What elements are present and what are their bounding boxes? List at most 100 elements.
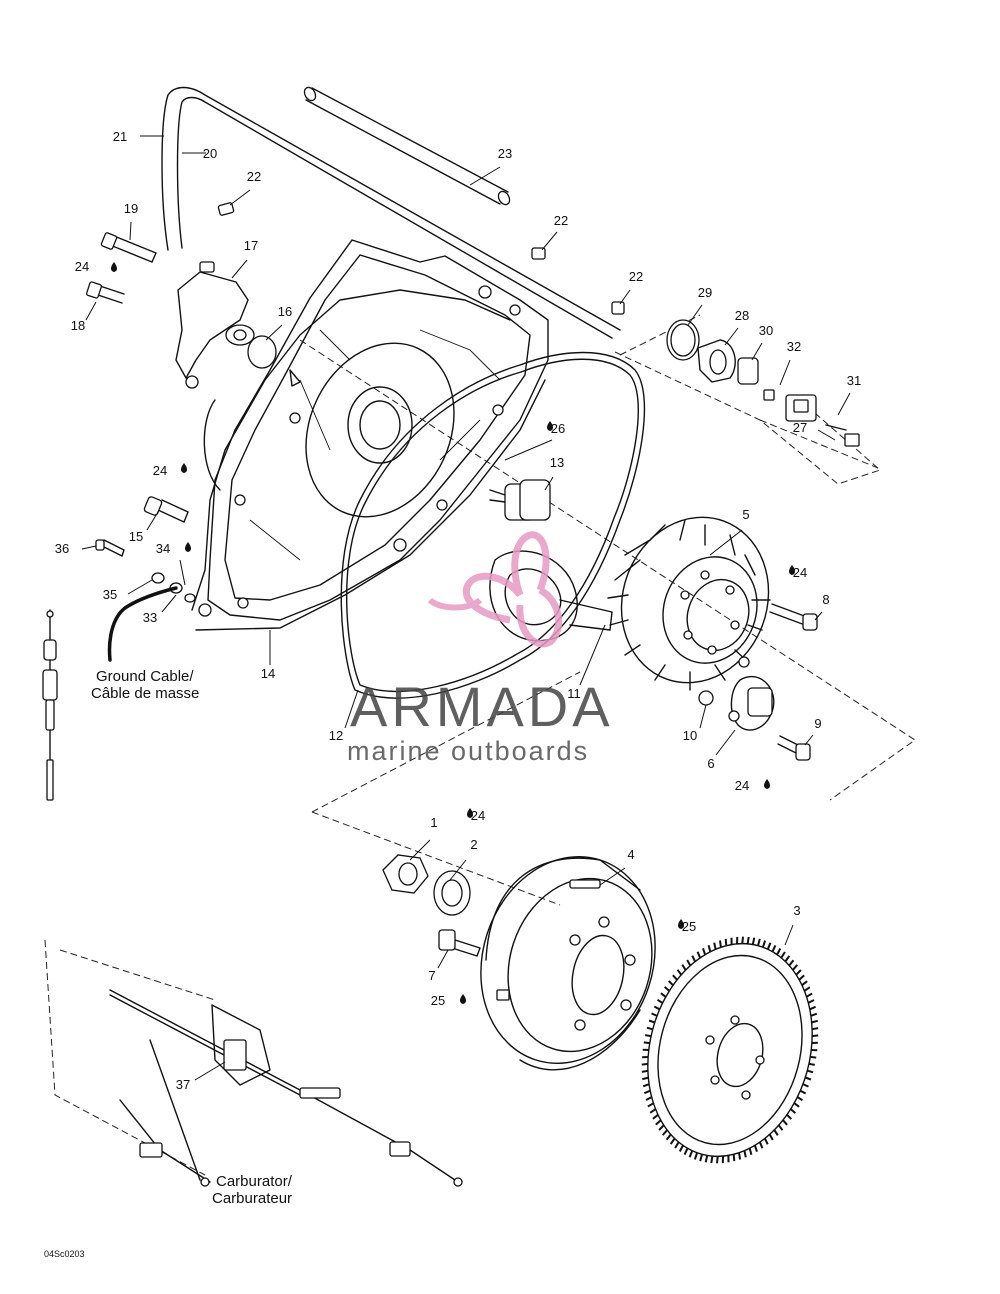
part-label-10: 10 [683, 728, 697, 743]
leader-line-2 [449, 859, 467, 881]
gear-tooth [795, 969, 802, 976]
part-label-22a: 22 [247, 169, 261, 184]
gear-tooth [803, 986, 811, 992]
part-label-9: 9 [814, 716, 821, 731]
caption-ground-cable-fr: Câble de masse [91, 685, 199, 702]
armada-logo-icon [427, 531, 563, 648]
throttle-cable-37 [109, 989, 463, 1187]
bolt-15 [143, 496, 189, 523]
gear-tooth [746, 936, 750, 945]
gear-tooth [652, 1114, 659, 1120]
gear-tooth [757, 938, 761, 946]
gear-tooth [790, 1108, 797, 1114]
part-label-27: 27 [793, 420, 807, 435]
gear-tooth [748, 1147, 753, 1155]
gear-tooth [776, 948, 782, 956]
bolt-7 [438, 929, 481, 957]
oil-drop-icon-24e [764, 779, 770, 789]
gear-tooth [665, 1133, 672, 1141]
gear-tooth [660, 992, 667, 998]
gear-tooth [805, 992, 813, 998]
part-label-24a: 24 [75, 259, 89, 274]
leader-line-32 [779, 359, 791, 386]
gear-tooth [780, 951, 786, 959]
part-label-35: 35 [103, 587, 117, 602]
gear-tooth [786, 1113, 793, 1120]
gear-tooth [808, 1062, 815, 1066]
gear-tooth [802, 1083, 809, 1088]
part-label-24d: 24 [793, 565, 807, 580]
oil-drop-icon-24b [181, 463, 187, 473]
leader-line-9 [804, 734, 814, 746]
gear-tooth [782, 1119, 788, 1126]
leader-line-23 [469, 166, 501, 186]
leader-line-15 [146, 511, 159, 531]
leader-line-22b [541, 231, 558, 251]
gear-tooth [678, 1144, 684, 1152]
ground-cable [107, 586, 178, 662]
gear-tooth [655, 1119, 662, 1126]
clamps-22 [217, 202, 625, 315]
leader-line-33 [161, 594, 177, 613]
part-label-11: 11 [567, 686, 581, 701]
gear-tooth [696, 951, 702, 959]
stator-5 [607, 516, 771, 691]
part-label-36: 36 [55, 541, 69, 556]
gear-tooth [810, 1012, 818, 1017]
part-label-32: 32 [787, 339, 801, 354]
part-labels: 1234567891011121314151617181920212222222… [55, 129, 861, 1092]
connector-27-32 [666, 319, 860, 447]
gear-tooth [710, 1155, 714, 1164]
leader-line-10 [699, 704, 707, 729]
gear-tooth [641, 1062, 648, 1066]
leader-line-1 [409, 839, 431, 861]
oil-drop-icon-26 [547, 421, 553, 431]
gear-tooth [644, 1089, 651, 1095]
caption-ground-cable-en: Ground Cable/ [96, 668, 194, 685]
gear-tooth [691, 955, 697, 963]
gear-tooth [641, 1069, 649, 1073]
gear-tooth [751, 937, 756, 945]
gear-tooth [661, 1129, 668, 1136]
gear-tooth [651, 1012, 658, 1017]
left-cable [42, 609, 58, 801]
leader-line-19 [129, 221, 132, 241]
part-label-25a: 25 [682, 919, 696, 934]
gear-tooth [799, 1089, 807, 1095]
part-label-19: 19 [124, 201, 138, 216]
oring-16 [247, 335, 277, 369]
leader-line-13 [544, 476, 554, 491]
gear-tooth [788, 959, 795, 967]
part-label-24e: 24 [735, 778, 749, 793]
gear-tooth [732, 1154, 736, 1162]
part-label-23: 23 [498, 146, 512, 161]
part-label-12: 12 [329, 728, 343, 743]
gear-tooth [758, 1141, 764, 1149]
leader-line-22a [229, 189, 251, 206]
gear-tooth [686, 959, 692, 967]
gear-tooth [647, 1102, 655, 1108]
gear-tooth [713, 942, 717, 950]
part-label-14: 14 [261, 666, 275, 681]
leader-line-8 [814, 611, 823, 621]
part-label-34: 34 [156, 541, 170, 556]
gear-tooth [798, 974, 805, 981]
caption-carburator-fr: Carburateur [212, 1190, 292, 1207]
gear-tooth [688, 1150, 694, 1158]
gear-tooth [771, 944, 777, 953]
gear-tooth [716, 1156, 719, 1164]
trigger-coil-11-13 [489, 479, 613, 642]
gear-tooth [809, 1005, 816, 1011]
gear-tooth [663, 986, 670, 992]
leader-line-18 [85, 301, 97, 321]
gear-tooth [653, 1005, 661, 1011]
gear-tooth [741, 936, 744, 944]
caption-carburator-en: Carburator/ [216, 1173, 293, 1190]
gear-tooth [646, 1026, 653, 1031]
part-label-7: 7 [428, 968, 435, 983]
leader-line-4 [599, 867, 626, 886]
gear-tooth [804, 1076, 812, 1081]
part-label-17: 17 [244, 238, 258, 253]
leader-line-16 [265, 324, 283, 341]
gear-tooth [645, 1096, 653, 1101]
